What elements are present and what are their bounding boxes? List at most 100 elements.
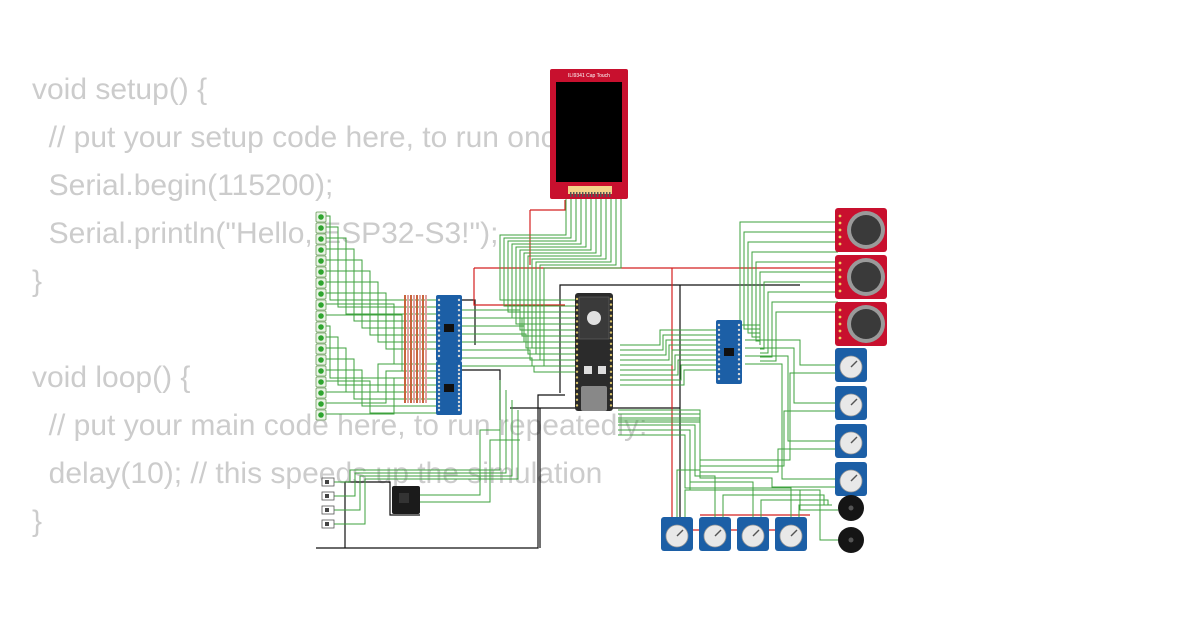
mux-pin (437, 376, 441, 380)
pushbutton-cap (318, 346, 324, 352)
resistor (425, 295, 427, 403)
mux-pin (437, 344, 441, 348)
mcu-pin (609, 359, 613, 362)
mux-pin (437, 298, 441, 302)
mcu-pin (575, 337, 579, 340)
joystick-pin (838, 329, 842, 333)
mcu-pin (609, 325, 613, 329)
slide-switch-knob (325, 508, 329, 512)
potentiometer-right (835, 462, 867, 496)
mux-pin (457, 319, 461, 322)
multiplexer-2 (436, 361, 462, 415)
wire (332, 390, 507, 497)
mcu-pin (575, 342, 579, 345)
wire (689, 440, 838, 511)
mcu-pin (575, 314, 579, 317)
joystick-pin (838, 214, 842, 218)
mux-pin (437, 364, 441, 368)
pushbutton-cap (318, 357, 324, 363)
wire (332, 410, 519, 525)
mux-pin (717, 328, 721, 332)
multiplexer-1 (436, 295, 462, 361)
mux-pin (457, 404, 461, 408)
joystick-pin (838, 242, 842, 246)
mux-pin (437, 329, 441, 332)
joystick (835, 302, 887, 346)
mcu-pin (609, 342, 613, 345)
wire (745, 339, 836, 366)
wire (745, 363, 836, 480)
wire (511, 196, 582, 319)
wire (462, 341, 575, 355)
code-background: void setup() { // put your setup code he… (32, 66, 647, 546)
pushbutton-cap (318, 313, 324, 319)
mcu-pin (609, 320, 613, 323)
wire (620, 334, 718, 351)
wire (760, 311, 838, 362)
mux-pin (457, 303, 461, 307)
wire (326, 314, 438, 372)
display-pin (588, 192, 590, 197)
mux-pin (457, 400, 461, 404)
wire (618, 424, 716, 520)
buzzer (838, 495, 864, 521)
mux-pin (457, 308, 461, 312)
code-line: void loop() { (32, 361, 191, 394)
wire (618, 434, 792, 520)
mux-pin (717, 363, 721, 366)
joystick-pin (838, 235, 842, 239)
pushbutton-cap (318, 401, 324, 407)
wire (326, 380, 438, 414)
mux-pin (437, 380, 441, 384)
mux-pin (737, 377, 741, 381)
display-header (568, 186, 612, 194)
wire (462, 365, 575, 373)
wire (326, 370, 438, 404)
code-line: } (32, 505, 43, 538)
wire (326, 358, 438, 400)
mux-pin (437, 392, 441, 396)
mux-pin (437, 368, 441, 372)
wire (462, 333, 575, 349)
mux-pin (437, 314, 441, 317)
joystick-pin (838, 322, 842, 326)
wire (760, 291, 838, 354)
wire (326, 336, 438, 386)
mux-pin (437, 324, 441, 327)
wire (819, 500, 838, 541)
pushbutton-column (315, 211, 327, 421)
mcu-pin (575, 353, 579, 357)
wire (462, 349, 575, 361)
pot-indicator (714, 529, 722, 537)
joystick-pin (838, 315, 842, 319)
mcu-pin (609, 309, 613, 312)
mux-pin (737, 338, 741, 341)
slide-switch-knob (325, 480, 329, 484)
display-pin (606, 192, 608, 197)
wire (462, 357, 575, 367)
joystick-pin (838, 268, 842, 272)
mux-chip (444, 384, 454, 392)
mux-pin (717, 377, 721, 381)
mcu-pin (575, 398, 579, 401)
mux-pin (457, 324, 461, 327)
wifi-logo-icon (587, 311, 601, 325)
potentiometer-bottom (661, 517, 693, 551)
wire (620, 354, 718, 371)
wire (760, 301, 838, 358)
wire (620, 349, 718, 366)
wire (326, 237, 438, 315)
mcu-pin (609, 376, 613, 379)
wire (745, 355, 836, 442)
mux-pin (457, 408, 461, 412)
pushbutton-cap (318, 236, 324, 242)
mcu-pin (575, 381, 579, 385)
potentiometer-bottom (737, 517, 769, 551)
mux-pin (717, 323, 721, 327)
mux-pin (457, 339, 461, 342)
mux-pin (737, 323, 741, 327)
joystick-pin (838, 261, 842, 265)
resistor (410, 295, 412, 403)
wire (747, 241, 838, 334)
